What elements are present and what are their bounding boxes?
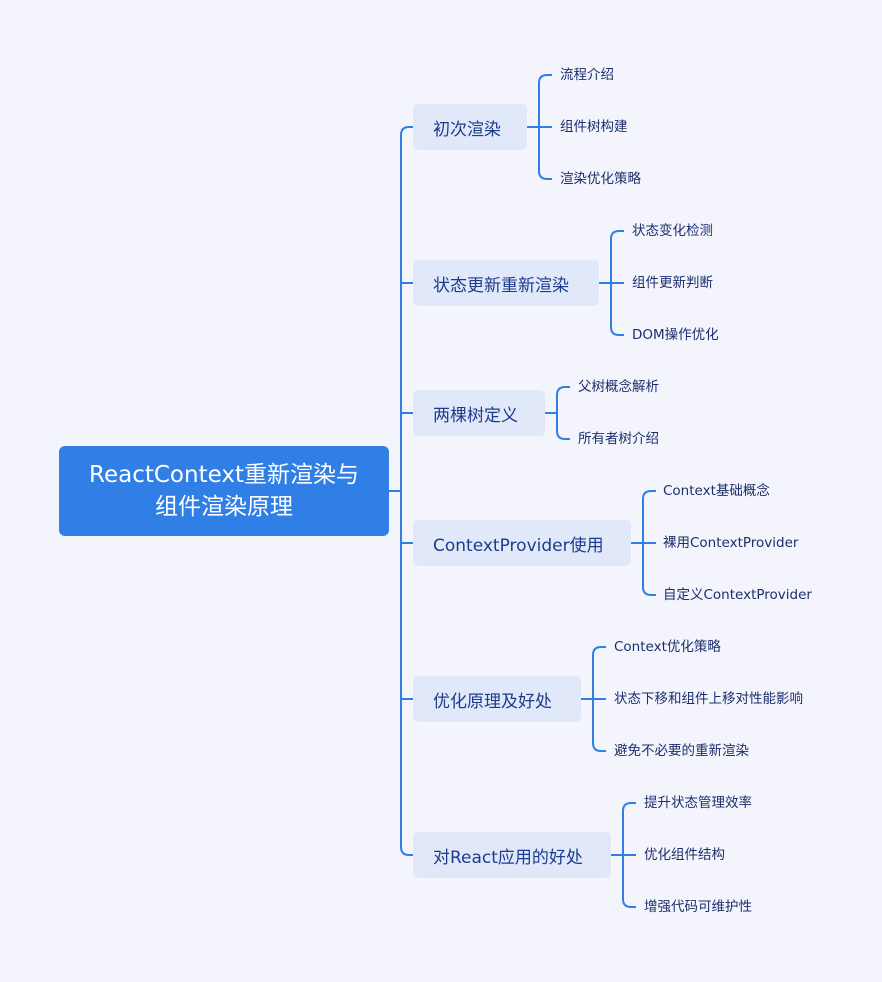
branch-label: 对React应用的好处: [433, 847, 583, 868]
leaf-node[interactable]: 避免不必要的重新渲染: [614, 743, 749, 759]
branch-connector: [400, 126, 413, 136]
leaf-node[interactable]: 组件更新判断: [632, 275, 713, 291]
branch-node-initial-render[interactable]: 初次渲染: [413, 104, 527, 150]
branch-node-two-trees[interactable]: 两棵树定义: [413, 390, 545, 436]
child-bracket: [556, 386, 570, 440]
branch-label: 优化原理及好处: [433, 691, 552, 712]
leaf-node[interactable]: DOM操作优化: [632, 327, 719, 343]
branch-node-react-benefits[interactable]: 对React应用的好处: [413, 832, 611, 878]
leaf-node[interactable]: 优化组件结构: [644, 847, 725, 863]
leaf-node[interactable]: 流程介绍: [560, 67, 614, 83]
leaf-node[interactable]: 所有者树介绍: [578, 431, 659, 447]
branch-connector: [400, 846, 413, 856]
leaf-node[interactable]: 增强代码可维护性: [644, 899, 752, 915]
leaf-node[interactable]: 裸用ContextProvider: [663, 535, 799, 551]
branch-label: 初次渲染: [433, 119, 501, 140]
leaf-node[interactable]: 提升状态管理效率: [644, 795, 752, 811]
leaf-node[interactable]: 自定义ContextProvider: [663, 587, 812, 603]
leaf-node[interactable]: 父树概念解析: [578, 379, 659, 395]
leaf-node[interactable]: Context优化策略: [614, 639, 721, 655]
leaf-node[interactable]: 状态变化检测: [632, 223, 713, 239]
branch-node-state-update-rerender[interactable]: 状态更新重新渲染: [413, 260, 599, 306]
branch-label: 两棵树定义: [433, 405, 518, 426]
root-node[interactable]: ReactContext重新渲染与 组件渲染原理: [59, 446, 389, 536]
branch-node-optimization[interactable]: 优化原理及好处: [413, 676, 581, 722]
root-title-line-2: 组件渲染原理: [155, 494, 293, 520]
leaf-node[interactable]: 渲染优化策略: [560, 171, 641, 187]
leaf-node[interactable]: 状态下移和组件上移对性能影响: [614, 691, 803, 707]
leaf-node[interactable]: 组件树构建: [560, 119, 628, 135]
branch-node-context-provider[interactable]: ContextProvider使用: [413, 520, 631, 566]
leaf-node[interactable]: Context基础概念: [663, 483, 770, 499]
branch-label: ContextProvider使用: [433, 535, 604, 556]
root-title-line-1: ReactContext重新渲染与: [89, 462, 359, 488]
branch-label: 状态更新重新渲染: [433, 275, 569, 296]
